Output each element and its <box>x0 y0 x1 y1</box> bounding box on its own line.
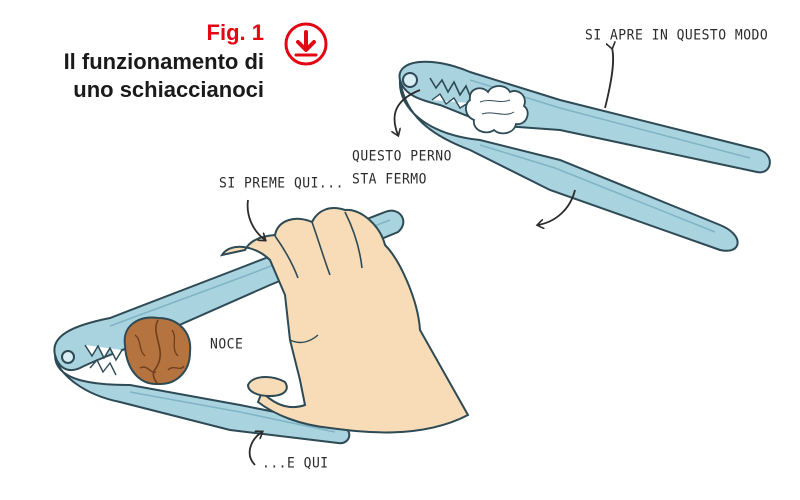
label-pivot-line2: STA FERMO <box>352 171 427 188</box>
figure-title-line2: uno schiaccianoci <box>73 77 264 102</box>
closed-pivot-pin <box>61 350 75 364</box>
open-nutcracker <box>398 60 771 252</box>
figure-title: Il funzionamento di uno schiaccianoci <box>4 48 264 104</box>
open-nutcracker-lower-arm <box>398 79 739 252</box>
closed-nutcracker-lower-arm <box>54 354 351 445</box>
arrow-opens <box>604 48 613 109</box>
label-press-here: SI PREME QUI... <box>219 175 344 192</box>
nut-kernel <box>465 85 529 135</box>
hand <box>219 207 470 434</box>
label-opens: SI APRE IN QUESTO MODO <box>585 27 769 44</box>
pivot-pin <box>402 72 418 88</box>
open-nutcracker-upper-arm <box>398 60 771 174</box>
label-nut: NOCE <box>210 336 244 353</box>
arrow-lower-arm-swing <box>538 189 576 225</box>
arrow-press-here <box>246 199 265 240</box>
walnut <box>123 316 192 386</box>
download-button[interactable] <box>283 21 329 67</box>
figure-number: Fig. 1 <box>206 20 264 45</box>
arrow-pivot <box>394 89 421 135</box>
label-and-here: ...E QUI <box>262 455 329 472</box>
label-pivot-line1: QUESTO PERNO <box>352 148 452 165</box>
download-arrow-icon <box>284 22 328 66</box>
arrow-and-here <box>248 432 262 466</box>
figure-title-line1: Il funzionamento di <box>63 49 264 74</box>
